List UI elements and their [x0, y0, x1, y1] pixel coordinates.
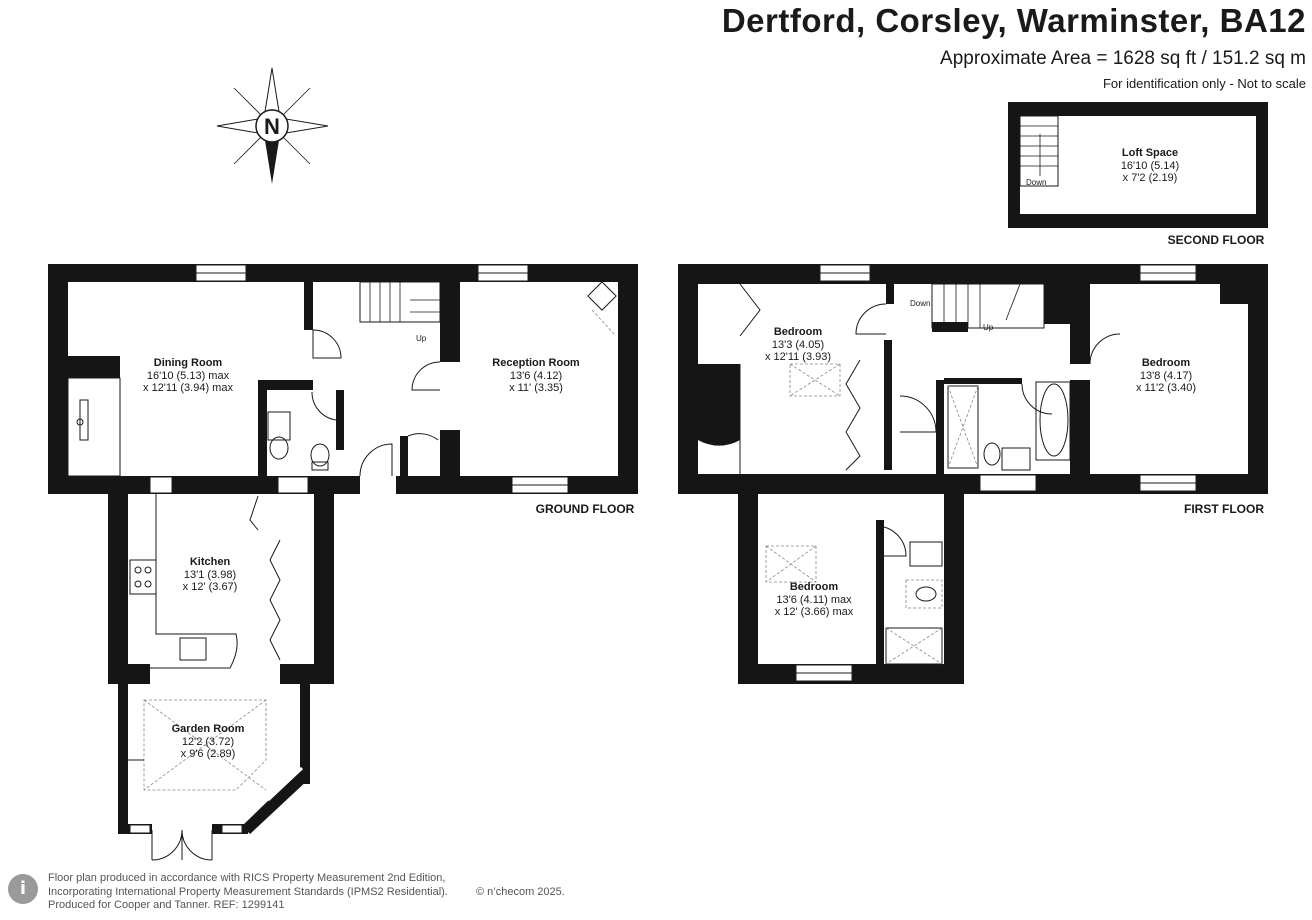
brand-credit: © n’checom 2025.	[476, 886, 565, 898]
bedroom-3-dim1: 13'6 (4.11) max	[776, 594, 852, 606]
bedroom-2-name: Bedroom	[1142, 357, 1191, 369]
garden-room-dim2: x 9'6 (2.89)	[181, 748, 236, 760]
kitchen-name: Kitchen	[190, 556, 231, 568]
first-stairs-down-label: Down	[910, 299, 930, 308]
second-floor-label: SECOND FLOOR	[1168, 233, 1265, 247]
bedroom-1-dim2: x 12'11 (3.93)	[765, 351, 831, 363]
footer-line-2: Incorporating International Property Mea…	[48, 885, 448, 898]
kitchen-dim2: x 12' (3.67)	[183, 581, 238, 593]
property-title: Dertford, Corsley, Warminster, BA12	[721, 2, 1306, 39]
bedroom-3-name: Bedroom	[790, 581, 839, 593]
reception-room-name: Reception Room	[492, 357, 580, 369]
kitchen-dim1: 13'1 (3.98)	[184, 569, 236, 581]
footer-line-3: Produced for Cooper and Tanner. REF: 129…	[48, 899, 285, 911]
first-floor-label: FIRST FLOOR	[1184, 502, 1264, 516]
ground-floor-plan: Up Dining Room 16'10 (5.13) max x 12'11 …	[48, 264, 638, 516]
dining-room-dim1: 16'10 (5.13) max	[147, 370, 230, 382]
first-stairs-up-label: Up	[983, 323, 994, 332]
garden-room-dim1: 12'2 (3.72)	[182, 736, 234, 748]
bedroom-1-dim1: 13'3 (4.05)	[772, 339, 824, 351]
loft-name: Loft Space	[1122, 147, 1178, 159]
approximate-area: Approximate Area = 1628 sq ft / 151.2 sq…	[940, 48, 1306, 69]
kitchen-garden-plan: Kitchen 13'1 (3.98) x 12' (3.67) Garden …	[108, 476, 334, 861]
disclaimer: For identification only - Not to scale	[1102, 76, 1306, 91]
garden-room-name: Garden Room	[172, 723, 245, 735]
compass-icon: N	[216, 67, 329, 184]
dining-room-name: Dining Room	[154, 357, 223, 369]
info-icon: i	[8, 874, 38, 904]
footer-line-1: Floor plan produced in accordance with R…	[48, 872, 446, 884]
dining-room-dim2: x 12'11 (3.94) max	[143, 382, 233, 394]
bedroom-2-dim2: x 11'2 (3.40)	[1136, 382, 1196, 394]
loft-dim2: x 7'2 (2.19)	[1123, 172, 1178, 184]
bedroom-1-name: Bedroom	[774, 326, 823, 338]
loft-dim1: 16'10 (5.14)	[1121, 160, 1179, 172]
ground-floor-label: GROUND FLOOR	[536, 502, 635, 516]
footer-notes: Floor plan produced in accordance with R…	[48, 872, 448, 913]
reception-room-dim1: 13'6 (4.12)	[510, 370, 562, 382]
reception-room-dim2: x 11' (3.35)	[509, 382, 563, 394]
first-floor-rear-wing: Bedroom 13'6 (4.11) max x 12' (3.66) max	[738, 494, 964, 684]
compass-label: N	[264, 114, 280, 139]
loft-stairs-down-label: Down	[1026, 178, 1046, 187]
bedroom-2-dim1: 13'8 (4.17)	[1140, 370, 1192, 382]
bedroom-3-dim2: x 12' (3.66) max	[775, 606, 854, 618]
second-floor-plan: Down Loft Space 16'10 (5.14) x 7'2 (2.19…	[1008, 102, 1268, 247]
ground-stairs	[359, 281, 441, 323]
ground-stairs-up-label: Up	[416, 334, 427, 343]
first-floor-plan: Down Up Bedroom 13'3 (4.05) x 12'11 (3.9…	[678, 264, 1268, 516]
